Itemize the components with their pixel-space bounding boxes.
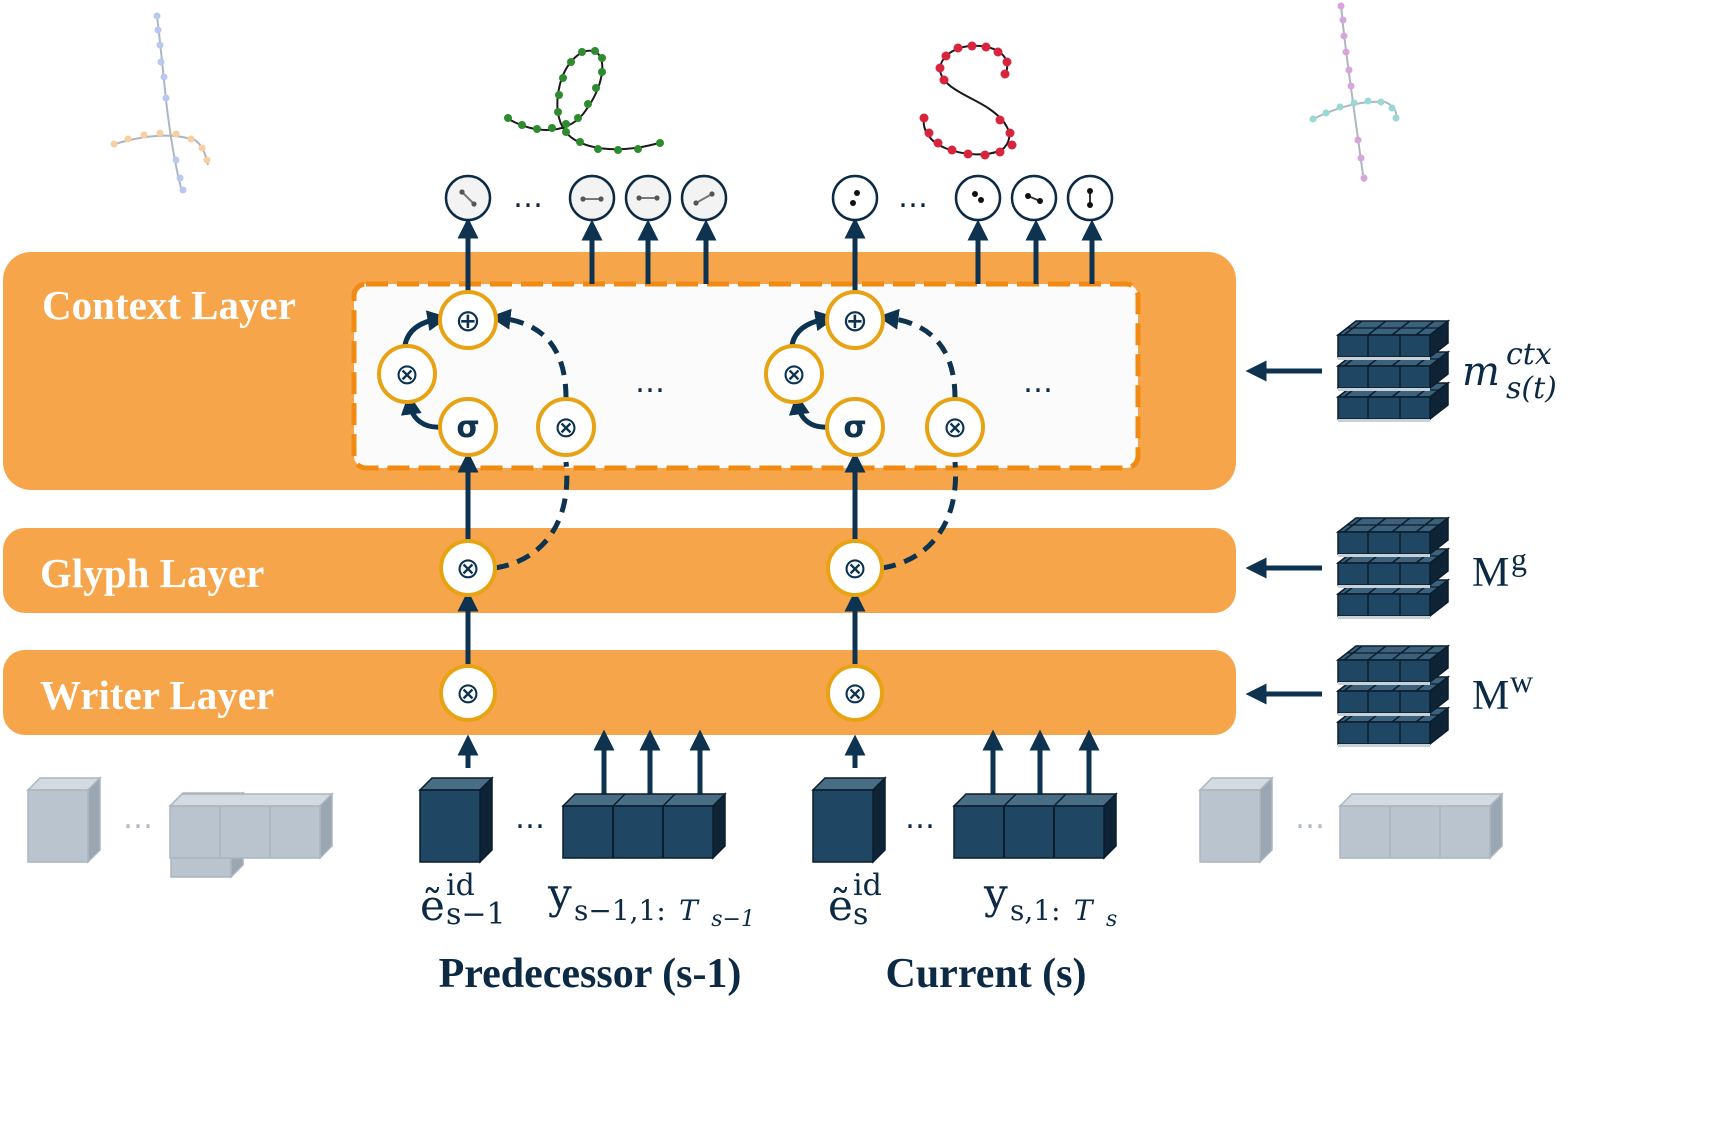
pred-sequence-sub-var-sub: s−1 <box>711 907 755 932</box>
left-mul-node-curr: ⊗ <box>764 344 824 404</box>
pred-sequence-sub: s−1,1: <box>574 894 666 927</box>
glyph-memory-label: M g <box>1472 541 1527 596</box>
context-memory-sub: s(t) <box>1506 371 1557 406</box>
writer-memory-label: M w <box>1472 663 1533 719</box>
sigma-node-curr: σ <box>825 397 885 457</box>
glyph-memory-sup: g <box>1511 541 1527 577</box>
curr-sequence-base: y <box>983 869 1008 918</box>
curr-identity-sup: id <box>853 868 882 903</box>
faded-seq-left <box>168 792 334 860</box>
curr-identity-base: ẽ <box>828 881 853 930</box>
glyph-mul-symbol-curr: ⊗ <box>843 551 867 585</box>
memory-arrows <box>1245 360 1322 705</box>
sigma-symbol-curr: σ <box>843 410 866 445</box>
writer-memory-base: M <box>1472 673 1509 719</box>
writer-mul-symbol-pred: ⊗ <box>456 676 480 710</box>
gate-mul-node-pred: ⊗ <box>536 397 596 457</box>
glyph-mul-node-curr: ⊗ <box>826 539 884 597</box>
faded-glyph-right <box>1309 2 1400 183</box>
writer-mul-node-pred: ⊗ <box>439 664 497 722</box>
gate-mul-symbol-curr: ⊗ <box>943 410 967 444</box>
current-connectors <box>788 217 1103 795</box>
output-stroke-nodes-curr <box>831 174 1114 222</box>
context-ellipsis-pred: … <box>635 365 665 400</box>
output-ellipsis-pred: … <box>513 180 543 215</box>
pred-sequence-block <box>561 792 727 860</box>
curr-sequence-label: y s,1: T s <box>983 869 1117 932</box>
pred-input-ellipsis: … <box>515 801 545 836</box>
context-ellipsis-curr: … <box>1023 365 1053 400</box>
faded-ellipsis-right: … <box>1295 801 1325 836</box>
curr-sequence-sub-var: T <box>1074 894 1095 927</box>
add-symbol-curr: ⊕ <box>842 303 868 339</box>
faded-ellipsis-left: … <box>123 801 153 836</box>
context-memory-sup: ctx <box>1506 337 1552 372</box>
output-ellipsis-curr: … <box>898 180 928 215</box>
glyph-mul-node-pred: ⊗ <box>439 539 497 597</box>
glyph-memory-base: M <box>1472 550 1509 596</box>
gate-mul-symbol-pred: ⊗ <box>554 410 578 444</box>
curr-identity-label: ẽ id s <box>828 856 895 932</box>
pred-sequence-base: y <box>547 869 572 918</box>
add-symbol-pred: ⊕ <box>455 303 481 339</box>
faded-inputs-right <box>1199 777 1273 863</box>
sigma-symbol-pred: σ <box>456 410 479 445</box>
context-layer-label: Context Layer <box>42 282 296 328</box>
handwriting-glyph-pred <box>504 47 664 154</box>
writer-layer-label: Writer Layer <box>40 672 274 718</box>
output-node-curr-2 <box>954 174 1002 222</box>
left-mul-symbol-curr: ⊗ <box>782 357 806 391</box>
output-node-curr-1 <box>831 174 879 222</box>
left-mul-node-pred: ⊗ <box>377 344 437 404</box>
context-memory-tensor <box>1337 320 1449 423</box>
add-node-pred: ⊕ <box>438 290 498 350</box>
pred-sequence-sub-var: T <box>679 894 700 927</box>
writer-memory-sup: w <box>1510 663 1533 699</box>
writer-mul-symbol-curr: ⊗ <box>843 676 867 710</box>
faded-seq-right <box>1338 792 1504 860</box>
curr-sequence-sub-var-sub: s <box>1106 907 1117 932</box>
gate-mul-node-curr: ⊗ <box>925 397 985 457</box>
output-stroke-nodes-pred <box>444 174 728 222</box>
handwriting-glyph-curr <box>919 41 1017 160</box>
faded-glyph-left <box>110 12 211 194</box>
curr-input-ellipsis: … <box>905 801 935 836</box>
left-mul-symbol-pred: ⊗ <box>395 357 419 391</box>
pred-identity-sup: id <box>446 868 475 903</box>
pred-identity-label: ẽ id s−1 <box>420 856 506 932</box>
glyph-mul-symbol-pred: ⊗ <box>456 551 480 585</box>
add-node-curr: ⊕ <box>825 290 885 350</box>
pred-identity-sub: s−1 <box>446 897 506 932</box>
writer-mul-node-curr: ⊗ <box>826 664 884 722</box>
predecessor-caption: Predecessor (s-1) <box>439 951 742 997</box>
writer-layer-band <box>3 650 1236 735</box>
pred-sequence-label: y s−1,1: T s−1 <box>547 869 755 932</box>
pred-identity-embedding-block <box>419 777 493 863</box>
glyph-memory-tensor <box>1337 517 1449 620</box>
pred-identity-base: ẽ <box>420 881 445 930</box>
context-memory-base: m <box>1462 349 1500 395</box>
sigma-node-pred: σ <box>438 397 498 457</box>
predecessor-connectors <box>400 217 717 795</box>
current-caption: Current (s) <box>885 951 1086 997</box>
curr-identity-sub: s <box>853 897 868 932</box>
writer-memory-tensor <box>1337 645 1449 748</box>
curr-sequence-block <box>952 792 1118 860</box>
context-memory-label: m ctx s(t) <box>1462 328 1565 406</box>
curr-identity-embedding-block <box>812 777 886 863</box>
glyph-layer-label: Glyph Layer <box>40 550 264 596</box>
curr-sequence-sub: s,1: <box>1010 894 1061 927</box>
